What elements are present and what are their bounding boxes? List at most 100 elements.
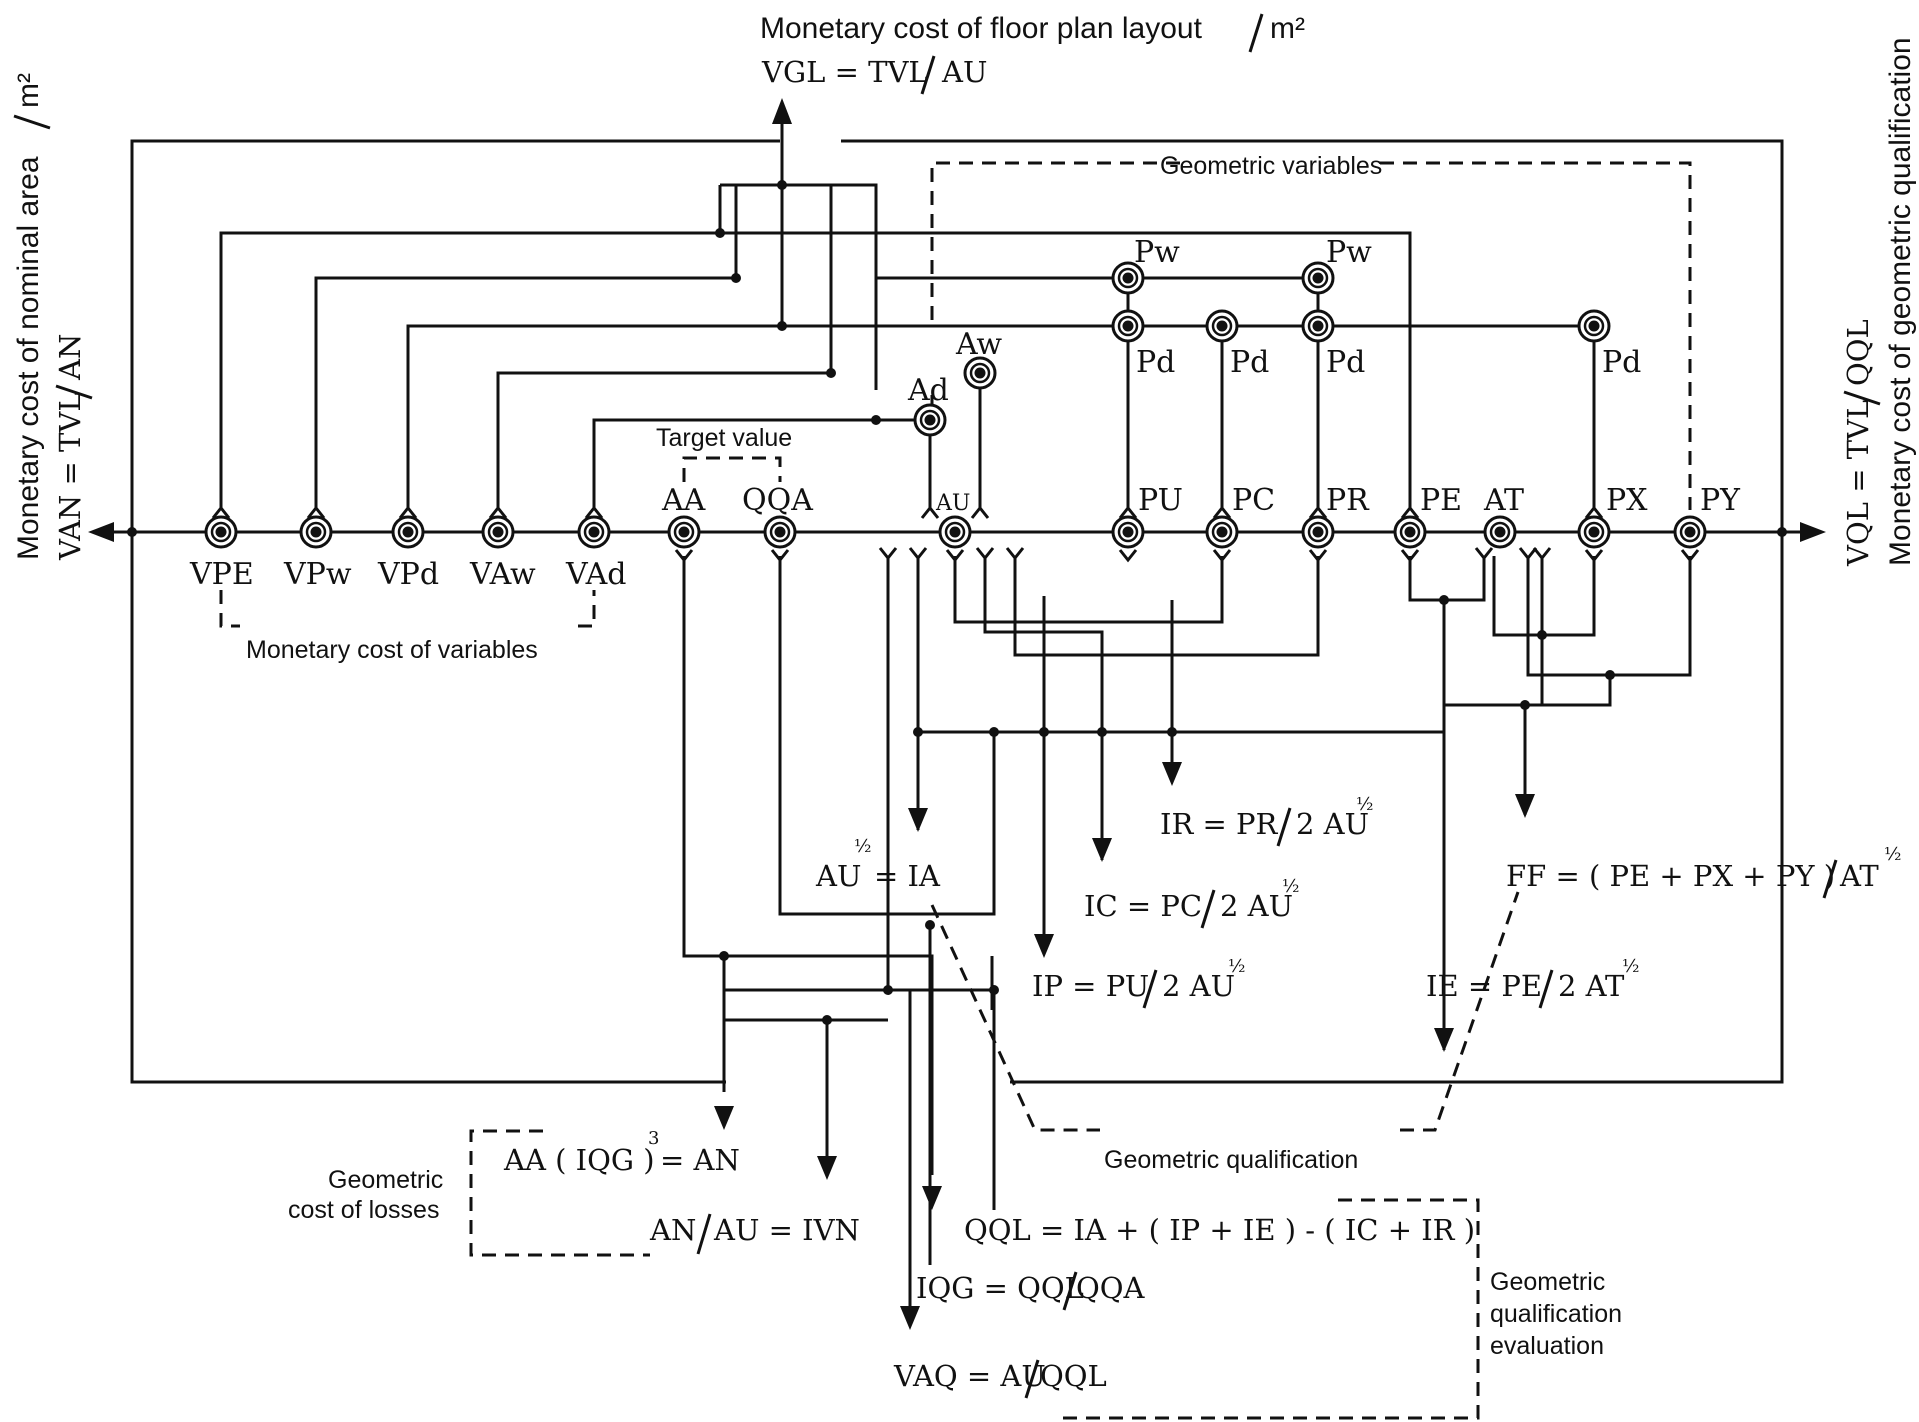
svg-text:IC = PC: IC = PC	[1084, 889, 1202, 923]
evaluation-box	[1058, 1198, 1480, 1420]
node-py	[1673, 515, 1707, 549]
cost-tree	[219, 180, 1594, 510]
node-pr	[1301, 515, 1335, 549]
fork-pu-up	[1118, 505, 1138, 519]
label-pd-3: Pd	[1326, 345, 1365, 380]
fork-py-down	[1680, 549, 1700, 563]
formula-ff: FF = ( PE + PX + PY ) AT ½	[1506, 844, 1901, 899]
fork-px-up	[1584, 505, 1604, 519]
formula-ip: IP = PU 2 AU ½	[1032, 956, 1245, 1009]
geometric-qualification-label: Geometric qualification	[1104, 1146, 1358, 1174]
geometric-variables-box	[930, 161, 1692, 510]
fork-y4	[1005, 547, 1025, 566]
label-pw-2: Pw	[1326, 235, 1372, 270]
forks-layer	[211, 505, 1700, 566]
label-vad: VAd	[565, 557, 627, 592]
node-aw	[963, 356, 997, 390]
node-vaw	[481, 515, 515, 549]
node-vpw	[299, 515, 333, 549]
label-pe: PE	[1420, 483, 1462, 518]
geometric-cost-of-losses-box	[469, 1129, 650, 1257]
label-pd-2: Pd	[1230, 345, 1269, 380]
svg-text:2 AU: 2 AU	[1296, 807, 1369, 841]
formula-iqg: IQG = QQL QQA	[916, 1271, 1146, 1311]
right-formula-denominator: QQL	[1841, 319, 1875, 386]
formula-ir: IR = PR 2 AU ½	[1160, 794, 1373, 847]
left-title: Monetary cost of nominal area	[12, 156, 45, 560]
node-pe	[1393, 515, 1427, 549]
node-au	[938, 515, 972, 549]
label-pc: PC	[1232, 483, 1275, 518]
label-py: PY	[1700, 483, 1741, 518]
node-stems	[928, 278, 1596, 510]
lower-arrowheads	[714, 762, 1535, 1330]
lower-wiring	[682, 556, 1692, 1317]
svg-text:= IA: = IA	[874, 859, 941, 893]
formula-ia: AU ½ = IA	[815, 836, 941, 893]
fork-vpw-up	[306, 505, 326, 519]
svg-text:2 AT: 2 AT	[1558, 969, 1625, 1003]
top-output-arrow	[772, 98, 792, 185]
fork-au-l-up	[920, 505, 940, 519]
left-formula-denominator: AN	[53, 334, 87, 381]
svg-text:QQA: QQA	[1076, 1271, 1146, 1305]
label-vpe: VPE	[189, 557, 254, 592]
geometric-cost-of-losses-label-1: Geometric	[328, 1166, 443, 1194]
node-vad	[577, 515, 611, 549]
fork-pr-down	[1308, 549, 1328, 563]
fork-vpe-up	[211, 505, 231, 519]
bus-node-labels: VPE VPw VPd VAw VAd AA QQA AU PU PC PR P…	[189, 483, 1741, 592]
label-vpd: VPd	[377, 557, 439, 592]
label-pr: PR	[1326, 483, 1370, 518]
label-at: AT	[1483, 483, 1524, 518]
svg-text:AN: AN	[649, 1213, 696, 1247]
fork-pc-down	[1212, 549, 1232, 563]
label-qqa: QQA	[742, 483, 813, 518]
node-pd-3	[1301, 309, 1335, 343]
top-title: Monetary cost of floor plan layout	[760, 12, 1203, 45]
svg-text:½: ½	[1282, 876, 1299, 897]
top-formula: VGL = TVL	[761, 55, 928, 89]
label-pd-1: Pd	[1136, 345, 1175, 380]
svg-text:QQL = IA + ( IP + IE ) - ( IC: QQL = IA + ( IP + IE ) - ( IC + IR )	[964, 1213, 1475, 1247]
fork-pe-down	[1400, 549, 1420, 563]
fork-qqa-down	[770, 549, 790, 563]
left-title-group: Monetary cost of nominal area m² VAN = T…	[12, 73, 93, 561]
fork-aa-down	[674, 549, 694, 563]
svg-text:2 AU: 2 AU	[1220, 889, 1293, 923]
svg-text:3: 3	[648, 1128, 659, 1149]
svg-text:AT: AT	[1839, 859, 1879, 893]
fork-y7	[1532, 547, 1552, 566]
svg-text:VAQ = AU: VAQ = AU	[893, 1359, 1046, 1393]
label-aw: Aw	[955, 327, 1002, 362]
formula-vaq: VAQ = AU QQL	[893, 1359, 1107, 1399]
label-au: AU	[935, 491, 970, 516]
svg-text:FF = ( PE + PX + PY ): FF = ( PE + PX + PY )	[1506, 859, 1835, 893]
formula-ivn: AN AU = IVN	[649, 1213, 860, 1255]
fork-pu-down	[1118, 549, 1138, 563]
svg-text:½: ½	[1622, 956, 1639, 977]
node-pd-4	[1577, 309, 1611, 343]
fork-pc-up	[1212, 505, 1232, 519]
monetary-cost-box	[219, 590, 596, 628]
node-pd-2	[1205, 309, 1239, 343]
fork-y5	[1474, 547, 1494, 566]
formula-ic: IC = PC 2 AU ½	[1084, 876, 1299, 929]
svg-text:IQG = QQL: IQG = QQL	[916, 1271, 1084, 1305]
evaluation-label-1: Geometric	[1490, 1268, 1605, 1296]
node-vpd	[391, 515, 425, 549]
formula-ie: IE = PE 2 AT ½	[1426, 956, 1639, 1009]
svg-text:½: ½	[1228, 956, 1245, 977]
target-value-label: Target value	[656, 424, 792, 452]
node-pc	[1205, 515, 1239, 549]
node-vpe	[204, 515, 238, 549]
svg-text:AA ( IQG ): AA ( IQG )	[503, 1143, 655, 1177]
svg-text:AU: AU	[815, 859, 861, 893]
fork-pe-up	[1400, 505, 1420, 519]
svg-text:IR = PR: IR = PR	[1160, 807, 1279, 841]
top-formula-denominator: AU	[941, 55, 987, 89]
label-vpw: VPw	[283, 557, 352, 592]
fork-y1	[878, 547, 898, 566]
